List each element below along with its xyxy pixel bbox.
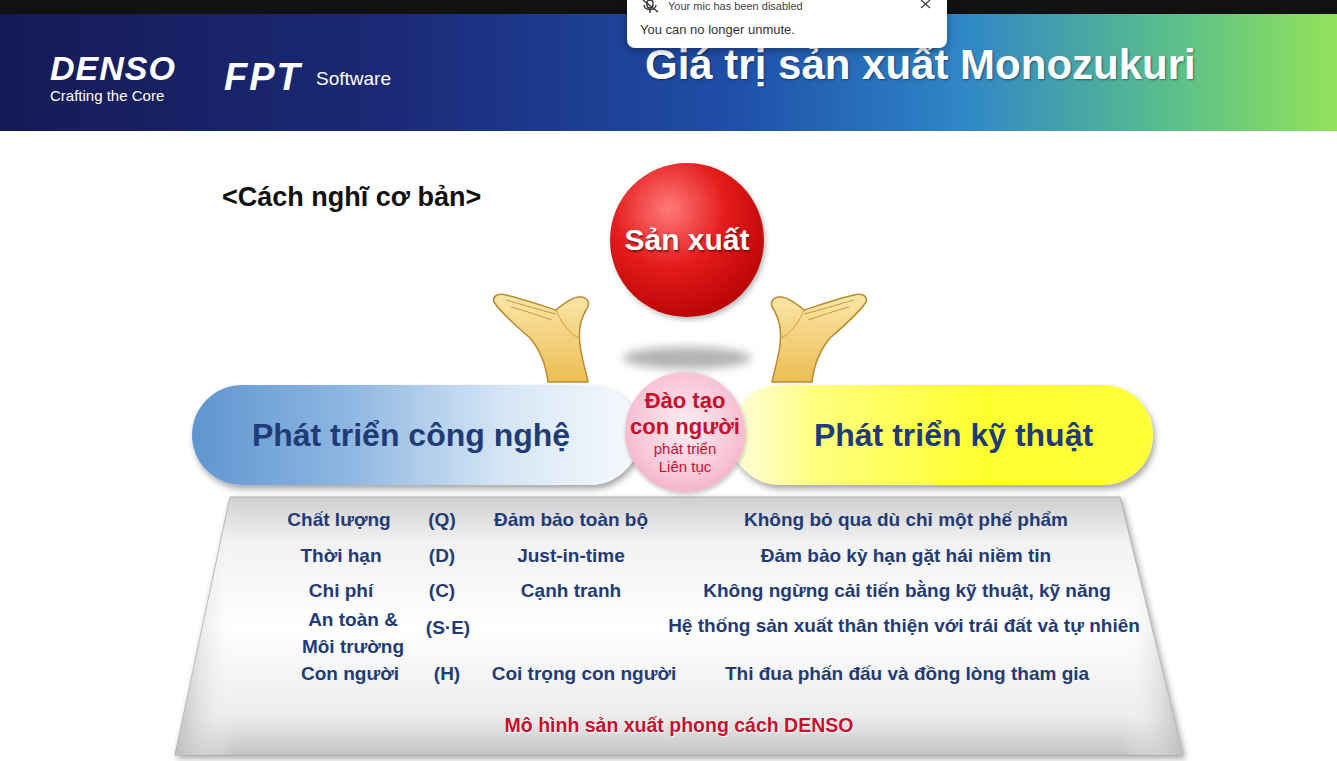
toast-heading: Your mic has been disabled <box>668 0 803 12</box>
criterion-code: (C) <box>429 579 455 603</box>
criterion-goal: Hệ thống sản xuất thân thiện với trái đấ… <box>668 614 1140 638</box>
criterion-name: Chất lượng <box>287 508 390 532</box>
criterion-principle: Cạnh tranh <box>521 579 621 603</box>
pill-label: Phát triển công nghệ <box>252 415 570 455</box>
criterion-goal: Đảm bảo kỳ hạn gặt hái niềm tin <box>761 544 1051 568</box>
production-ball: Sản xuất <box>610 163 764 317</box>
criterion-name: Thời hạn <box>300 544 381 568</box>
fpt-logo: FPT <box>224 55 302 99</box>
people-circle: Đào tạo con ngườiphát triển Liên tục <box>625 372 745 492</box>
criterion-goal: Không ngừng cải tiến bằng kỹ thuật, kỹ n… <box>703 579 1111 603</box>
criterion-principle: Đảm bảo toàn bộ <box>494 508 648 532</box>
circle-subtext: phát triển Liên tục <box>644 440 726 476</box>
right-hand <box>772 294 867 382</box>
toast-message: You can no longer unmute. <box>640 22 795 38</box>
notification-toast: Your mic has been disabledYou can no lon… <box>627 0 947 48</box>
denso-tagline: Crafting the Core <box>50 87 164 105</box>
criterion-code: (D) <box>429 544 455 568</box>
criterion-code: (S·E) <box>426 616 470 640</box>
criterion-code: (Q) <box>428 508 455 532</box>
criterion-name: An toàn & Môi trường <box>297 606 409 660</box>
platform-sides <box>175 497 1183 755</box>
ball-shadow <box>623 347 751 369</box>
skill-pill: Phát triển kỹ thuật <box>730 385 1153 485</box>
criterion-name: Con người <box>301 662 399 686</box>
fpt-wordmark: Software <box>316 68 391 90</box>
section-heading: <Cách nghĩ cơ bản> <box>222 180 481 214</box>
circle-heading: Đào tạo con người <box>627 388 743 440</box>
criterion-goal: Không bỏ qua dù chỉ một phế phẩm <box>744 508 1068 532</box>
criterion-code: (H) <box>434 662 460 686</box>
technology-pill: Phát triển công nghệ <box>192 385 640 485</box>
platform-face <box>175 497 1183 755</box>
ball-label: Sản xuất <box>624 222 749 258</box>
pill-label: Phát triển kỹ thuật <box>814 415 1093 455</box>
criterion-principle: Just-in-time <box>517 544 625 568</box>
denso-logo: DENSO <box>50 50 176 86</box>
criterion-goal: Thi đua phấn đấu và đồng lòng tham gia <box>725 662 1089 686</box>
platform-caption: Mô hình sản xuất phong cách DENSO <box>175 711 1183 739</box>
criterion-name: Chi phí <box>309 579 373 603</box>
criterion-principle: Coi trọng con người <box>492 662 677 686</box>
left-hand <box>494 294 589 382</box>
